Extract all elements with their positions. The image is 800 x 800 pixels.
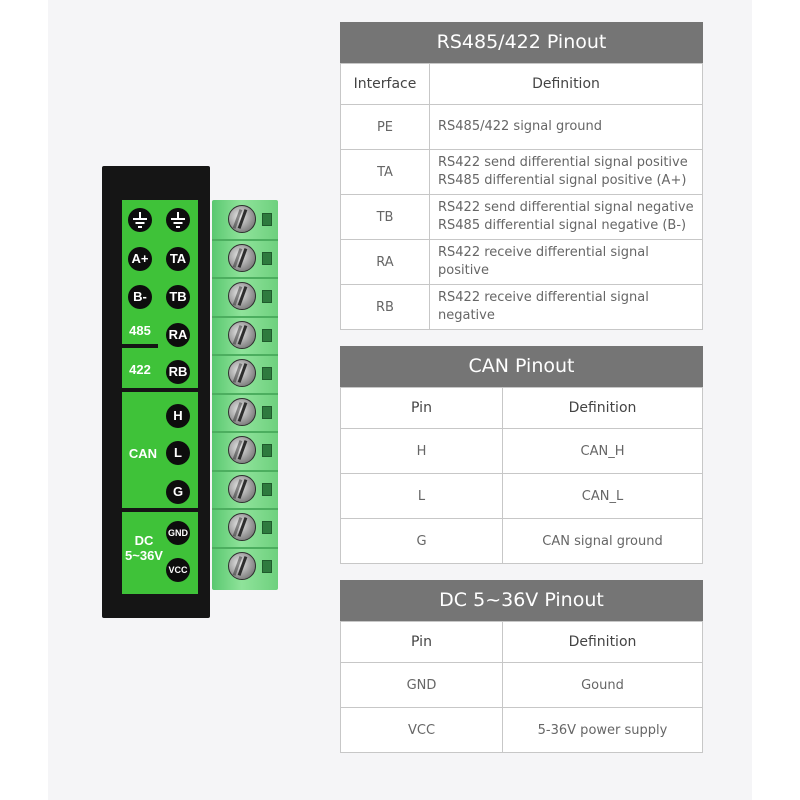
terminal-socket	[262, 482, 272, 496]
table-header-row: Interface Definition	[340, 63, 703, 105]
group-label-dc: DC 5~36V	[125, 533, 163, 563]
table-header-row: Pin Definition	[340, 387, 703, 429]
pin-cell: PE	[340, 104, 430, 150]
terminal-seam	[212, 392, 278, 395]
definition-cell: RS422 receive differential signal negati…	[429, 284, 703, 330]
pin-cell: TB	[340, 194, 430, 240]
pin-cell: GND	[340, 662, 503, 708]
label-gnd: GND	[166, 521, 190, 545]
column-header: Pin	[340, 387, 503, 429]
definition-cell: Gound	[502, 662, 703, 708]
terminal-screw	[228, 320, 256, 349]
group-label-485: 485	[129, 323, 151, 338]
table-title: RS485/422 Pinout	[340, 22, 703, 63]
terminal-screw	[228, 282, 256, 310]
terminal-seam	[212, 469, 278, 472]
terminal-seam	[212, 277, 278, 279]
device-housing: A+ B- 485 TA TB RA RB 422 H L G CAN GND …	[102, 166, 210, 618]
terminal-screw	[228, 474, 256, 503]
terminal-seam	[212, 315, 278, 318]
table-header-row: Pin Definition	[340, 621, 703, 663]
column-header: Definition	[429, 63, 703, 105]
label-ta: TA	[166, 247, 190, 271]
column-header: Definition	[502, 621, 703, 663]
group-label-can: CAN	[128, 446, 158, 461]
terminal-seam	[212, 431, 278, 433]
pin-cell: RB	[340, 284, 430, 330]
label-can-g: G	[166, 480, 190, 504]
terminal-screw	[228, 551, 256, 580]
terminal-socket	[262, 367, 272, 380]
terminal-socket	[262, 290, 272, 303]
definition-cell: CAN_L	[502, 473, 703, 519]
terminal-block	[212, 200, 278, 590]
terminal-socket	[262, 444, 272, 457]
label-vcc: VCC	[166, 558, 190, 582]
pin-cell: TA	[340, 149, 430, 195]
terminal-screw	[228, 205, 256, 233]
table-title: DC 5~36V Pinout	[340, 580, 703, 621]
pin-cell: L	[340, 473, 503, 519]
terminal-seam	[212, 508, 278, 510]
definition-cell: RS422 receive differential signal positi…	[429, 239, 703, 285]
definition-cell: RS485/422 signal ground	[429, 104, 703, 150]
terminal-screw	[228, 513, 256, 541]
terminal-socket	[262, 521, 272, 534]
terminal-socket	[262, 251, 272, 265]
terminal-seam	[212, 238, 278, 241]
ground-icon	[128, 208, 152, 232]
pin-cell: RA	[340, 239, 430, 285]
terminal-seam	[212, 354, 278, 356]
table-title: CAN Pinout	[340, 346, 703, 387]
label-tb: TB	[166, 285, 190, 309]
column-header: Interface	[340, 63, 430, 105]
group-label-422: 422	[129, 362, 151, 377]
label-b-minus: B-	[128, 285, 152, 309]
pin-cell: H	[340, 428, 503, 474]
column-header: Definition	[502, 387, 703, 429]
terminal-socket	[262, 213, 272, 226]
terminal-socket	[262, 328, 272, 342]
label-can-h: H	[166, 404, 190, 428]
label-ra: RA	[166, 323, 190, 347]
pin-cell: VCC	[340, 707, 503, 753]
rs485-pinout-table: RS485/422 Pinout Interface Definition PE…	[340, 22, 703, 330]
terminal-socket	[262, 559, 272, 573]
definition-cell: CAN_H	[502, 428, 703, 474]
label-rb: RB	[166, 360, 190, 384]
terminal-seam	[212, 546, 278, 549]
label-a-plus: A+	[128, 247, 152, 271]
label-can-l: L	[166, 441, 190, 465]
terminal-socket	[262, 405, 272, 419]
terminal-screw	[228, 397, 256, 426]
pin-cell: G	[340, 518, 503, 564]
terminal-screw	[228, 243, 256, 272]
terminal-screw	[228, 359, 256, 387]
terminal-screw	[228, 436, 256, 464]
ground-icon	[166, 208, 190, 232]
definition-cell: CAN signal ground	[502, 518, 703, 564]
column-header: Pin	[340, 621, 503, 663]
definition-cell: 5-36V power supply	[502, 707, 703, 753]
